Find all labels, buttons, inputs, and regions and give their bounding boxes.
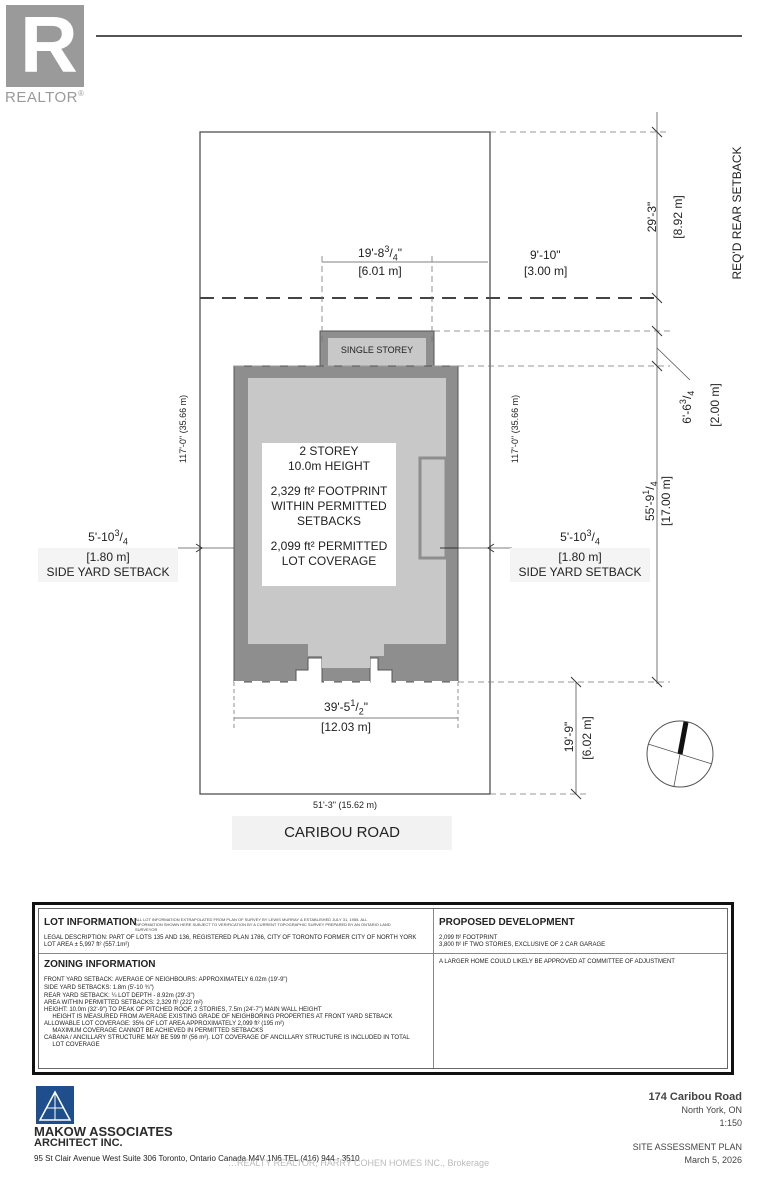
house-width-dim: 39'-51/2" xyxy=(324,698,368,717)
sheet-title: SITE ASSESSMENT PLAN xyxy=(632,1142,742,1152)
proposed-note: A LARGER HOME COULD LIKELY BE APPROVED A… xyxy=(439,959,675,965)
watermark-credit: …REALTY REALTOR, HARRY COHEN HOMES INC.,… xyxy=(228,1158,490,1168)
proposed-title: PROPOSED DEVELOPMENT xyxy=(439,917,575,928)
divider xyxy=(39,953,433,954)
divider xyxy=(434,953,727,954)
firm-name: MAKOW ASSOCIATES xyxy=(34,1124,173,1139)
lot-width-label: 51'-3" (15.62 m) xyxy=(313,800,377,810)
rear-dim-label: 19'-83/4" xyxy=(358,244,402,263)
rear-setback-imperial: 29'-3" xyxy=(645,201,659,233)
house-label-line: SETBACKS xyxy=(296,514,362,528)
sheet-date: March 5, 2026 xyxy=(684,1155,742,1165)
rear-offset-metric: [3.00 m] xyxy=(524,264,568,278)
house-label-line: 2 STOREY xyxy=(299,444,359,458)
house-label-line: 10.0m HEIGHT xyxy=(287,459,371,473)
lot-area: LOT AREA ± 5,997 ft² (557.1m²) xyxy=(44,942,130,948)
side-right-label: SIDE YARD SETBACK xyxy=(518,565,642,579)
house-depth-metric: [17.00 m] xyxy=(659,475,673,527)
rear-dim-metric: [6.01 m] xyxy=(358,264,402,278)
rear-setback-label: REQ'D REAR SETBACK xyxy=(730,146,744,280)
zoning-line: FRONT YARD SETBACK: AVERAGE OF NEIGHBOUR… xyxy=(44,977,288,983)
house-label-line: WITHIN PERMITTED xyxy=(271,499,387,513)
zoning-line: LOT COVERAGE xyxy=(44,1042,100,1048)
info-right-column: PROPOSED DEVELOPMENT 2,099 ft² FOOTPRINT… xyxy=(434,909,727,1068)
front-setback-imperial: 19'-9" xyxy=(562,721,576,753)
zoning-line: SIDE YARD SETBACKS: 1.8m (5'-10 ¾") xyxy=(44,985,154,991)
storey-gap-metric: [2.00 m] xyxy=(708,383,722,427)
house-label-line: 2,099 ft² PERMITTED xyxy=(270,539,388,553)
house-label-line xyxy=(262,529,396,539)
zoning-line: CABANA / ANCILLARY STRUCTURE MAY BE 599 … xyxy=(44,1035,410,1041)
project-address: 174 Caribou Road xyxy=(648,1091,742,1103)
proposed-line: 3,800 ft² IF TWO STORIES, EXCLUSIVE OF 2… xyxy=(439,942,606,948)
house-label-line: 2,329 ft² FOOTPRINT xyxy=(270,484,388,498)
makow-logo-icon xyxy=(36,1086,74,1124)
firm-address: 95 St Clair Avenue West Suite 306 Toront… xyxy=(34,1154,360,1163)
drawing-scale: 1:150 xyxy=(719,1118,742,1128)
top-rule xyxy=(96,35,742,37)
lot-info-note: ALL LOT INFORMATION EXTRAPOLATED FROM PL… xyxy=(135,917,391,932)
project-city: North York, ON xyxy=(681,1105,742,1115)
zoning-line: ALLOWABLE LOT COVERAGE: 35% OF LOT AREA … xyxy=(44,1021,284,1027)
street-label-bg xyxy=(232,816,452,850)
side-left-dim: 5'-103/4 xyxy=(88,528,128,547)
house-label-box: 2 STOREY 10.0m HEIGHT 2,329 ft² FOOTPRIN… xyxy=(262,443,396,586)
garage-bump xyxy=(418,456,448,560)
rear-setback-metric: [8.92 m] xyxy=(671,195,685,239)
house-depth-label: 55'-91/4 xyxy=(640,481,660,522)
realtor-logo-letter: R xyxy=(20,0,78,89)
side-right-metric: [1.80 m] xyxy=(558,550,602,564)
house-label-line xyxy=(262,474,396,484)
zoning-line: HEIGHT IS MEASURED FROM AVERAGE EXISTING… xyxy=(44,1014,393,1020)
lot-boundary xyxy=(199,131,491,795)
side-left-label: SIDE YARD SETBACK xyxy=(46,565,170,579)
side-right-dim: 5'-103/4 xyxy=(560,528,600,547)
side-right-bg xyxy=(510,548,650,582)
lot-depth-right: 117'-0" (35.66 m) xyxy=(510,394,520,464)
house-width-metric: [12.03 m] xyxy=(320,720,372,734)
zoning-info-title: ZONING INFORMATION xyxy=(44,959,156,970)
street-label: CARIBOU ROAD xyxy=(284,824,400,841)
lot-info-title: LOT INFORMATION xyxy=(44,917,137,928)
front-setback-metric: [6.02 m] xyxy=(580,716,594,760)
firm-name-2: ARCHITECT INC. xyxy=(34,1137,123,1149)
lot-depth-left: 117'-0" (35.66 m) xyxy=(178,394,188,464)
realtor-logo: R xyxy=(6,0,84,89)
north-arrow-icon xyxy=(646,720,714,788)
house-label-line: LOT COVERAGE xyxy=(281,554,377,568)
zoning-line: HEIGHT: 10.0m (32'-9") TO PEAK OF PITCHE… xyxy=(44,1007,322,1013)
zoning-line: AREA WITHIN PERMITTED SETBACKS: 2,329 ft… xyxy=(44,1000,203,1006)
rear-offset-label: 9'-10" xyxy=(530,248,561,262)
legal-description: LEGAL DESCRIPTION: PART OF LOTS 135 AND … xyxy=(44,935,417,941)
single-storey-label: SINGLE STOREY xyxy=(340,345,414,355)
zoning-line: REAR YARD SETBACK: ¼ LOT DEPTH - 8.92m (… xyxy=(44,993,195,999)
side-left-bg xyxy=(38,548,178,582)
storey-gap-label: 6'-63/4 xyxy=(677,390,697,424)
side-left-metric: [1.80 m] xyxy=(86,550,130,564)
info-left-column: LOT INFORMATION ALL LOT INFORMATION EXTR… xyxy=(39,909,434,1068)
info-table: LOT INFORMATION ALL LOT INFORMATION EXTR… xyxy=(32,902,734,1075)
zoning-line: MAXIMUM COVERAGE CANNOT BE ACHIEVED IN P… xyxy=(44,1028,264,1034)
proposed-line: 2,099 ft² FOOTPRINT xyxy=(439,935,498,941)
realtor-wordmark: REALTOR® xyxy=(5,89,85,106)
